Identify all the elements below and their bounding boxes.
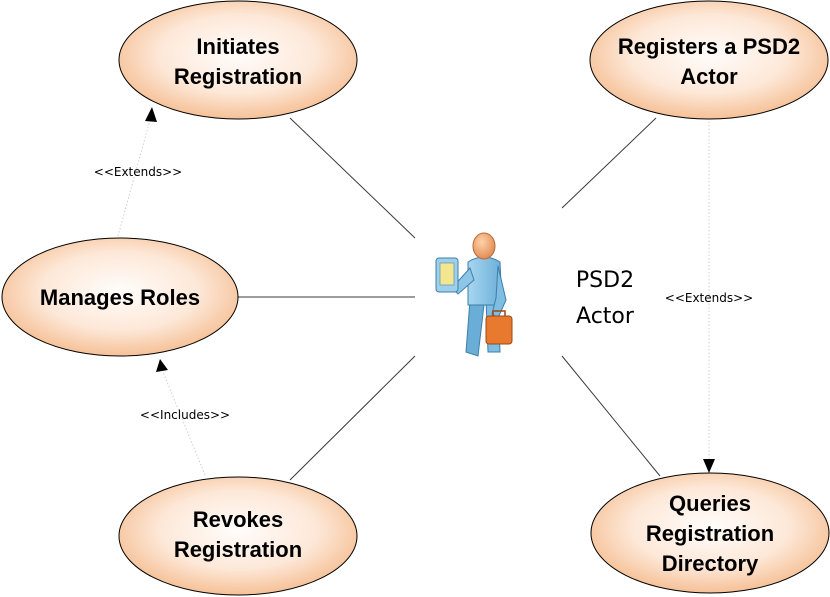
association-queries xyxy=(561,355,661,477)
use-case-label: Registration xyxy=(174,537,302,562)
extends-arrowhead-left xyxy=(145,107,157,122)
use-case-label: Actor xyxy=(680,64,738,89)
actor-label: Actor xyxy=(576,304,635,329)
use-case-registers-psd2-actor[interactable]: Registers a PSD2 Actor xyxy=(589,0,829,120)
use-case-label: Registration xyxy=(174,64,302,89)
extends-arrowhead-right xyxy=(703,459,715,473)
use-case-queries-registration-directory[interactable]: Queries Registration Directory xyxy=(590,472,830,594)
extends-label-right: <<Extends>> xyxy=(665,291,753,305)
use-case-label: Manages Roles xyxy=(40,285,200,310)
use-case-label: Queries xyxy=(669,491,751,516)
includes-dependency xyxy=(162,371,206,476)
association-initiates xyxy=(289,117,416,239)
use-case-initiates-registration[interactable]: Initiates Registration xyxy=(118,0,358,120)
use-case-revokes-registration[interactable]: Revokes Registration xyxy=(118,476,358,596)
use-case-label: Registers a PSD2 xyxy=(618,34,800,59)
use-case-manages-roles[interactable]: Manages Roles xyxy=(1,237,239,357)
extends-dependency-left xyxy=(117,119,151,237)
use-case-label: Registration xyxy=(646,521,774,546)
use-case-label: Revokes xyxy=(193,507,284,532)
use-case-label: Initiates xyxy=(196,34,279,59)
association-revokes xyxy=(289,355,416,481)
use-case-label: Directory xyxy=(662,551,759,576)
extends-label-left: <<Extends>> xyxy=(94,165,182,179)
includes-label: <<Includes>> xyxy=(140,408,230,422)
businessman-icon[interactable] xyxy=(435,232,513,357)
includes-arrowhead xyxy=(156,359,168,372)
association-registers xyxy=(561,117,657,209)
actor-label: PSD2 xyxy=(576,268,634,293)
